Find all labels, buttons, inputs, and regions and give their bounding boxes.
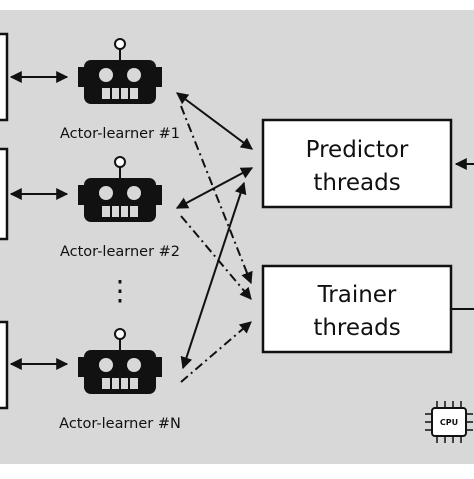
trainer-label-line2: threads xyxy=(313,315,400,341)
robot-icon xyxy=(78,156,162,222)
robotn-trainer-arrow xyxy=(180,321,252,383)
robotn-predictor-arrow xyxy=(180,181,247,370)
environment-box-1 xyxy=(0,32,9,122)
robot-label-1: Actor-learner #1 xyxy=(60,126,180,142)
environment-box-3 xyxy=(0,320,9,410)
robot-icon xyxy=(78,38,162,104)
predictor-label-line2: threads xyxy=(313,170,400,196)
robot-label-2: Actor-learner #2 xyxy=(60,244,180,260)
robot2-trainer-arrow xyxy=(180,215,252,300)
environment-box-2 xyxy=(0,147,9,241)
cpu-chip-icon: CPU xyxy=(425,401,473,443)
robot-icon xyxy=(78,328,162,394)
cpu-label: CPU xyxy=(440,418,458,427)
predictor-label-line1: Predictor xyxy=(306,137,409,163)
robot1-predictor-arrow xyxy=(176,92,253,150)
ellipsis: ⋮ xyxy=(106,274,134,307)
predictor-box xyxy=(261,118,453,209)
trainer-box xyxy=(261,264,453,354)
background-panel xyxy=(0,10,474,464)
trainer-label-line1: Trainer xyxy=(317,282,397,308)
robot1-trainer-arrow xyxy=(180,105,253,285)
robot-label-n: Actor-learner #N xyxy=(59,416,181,432)
